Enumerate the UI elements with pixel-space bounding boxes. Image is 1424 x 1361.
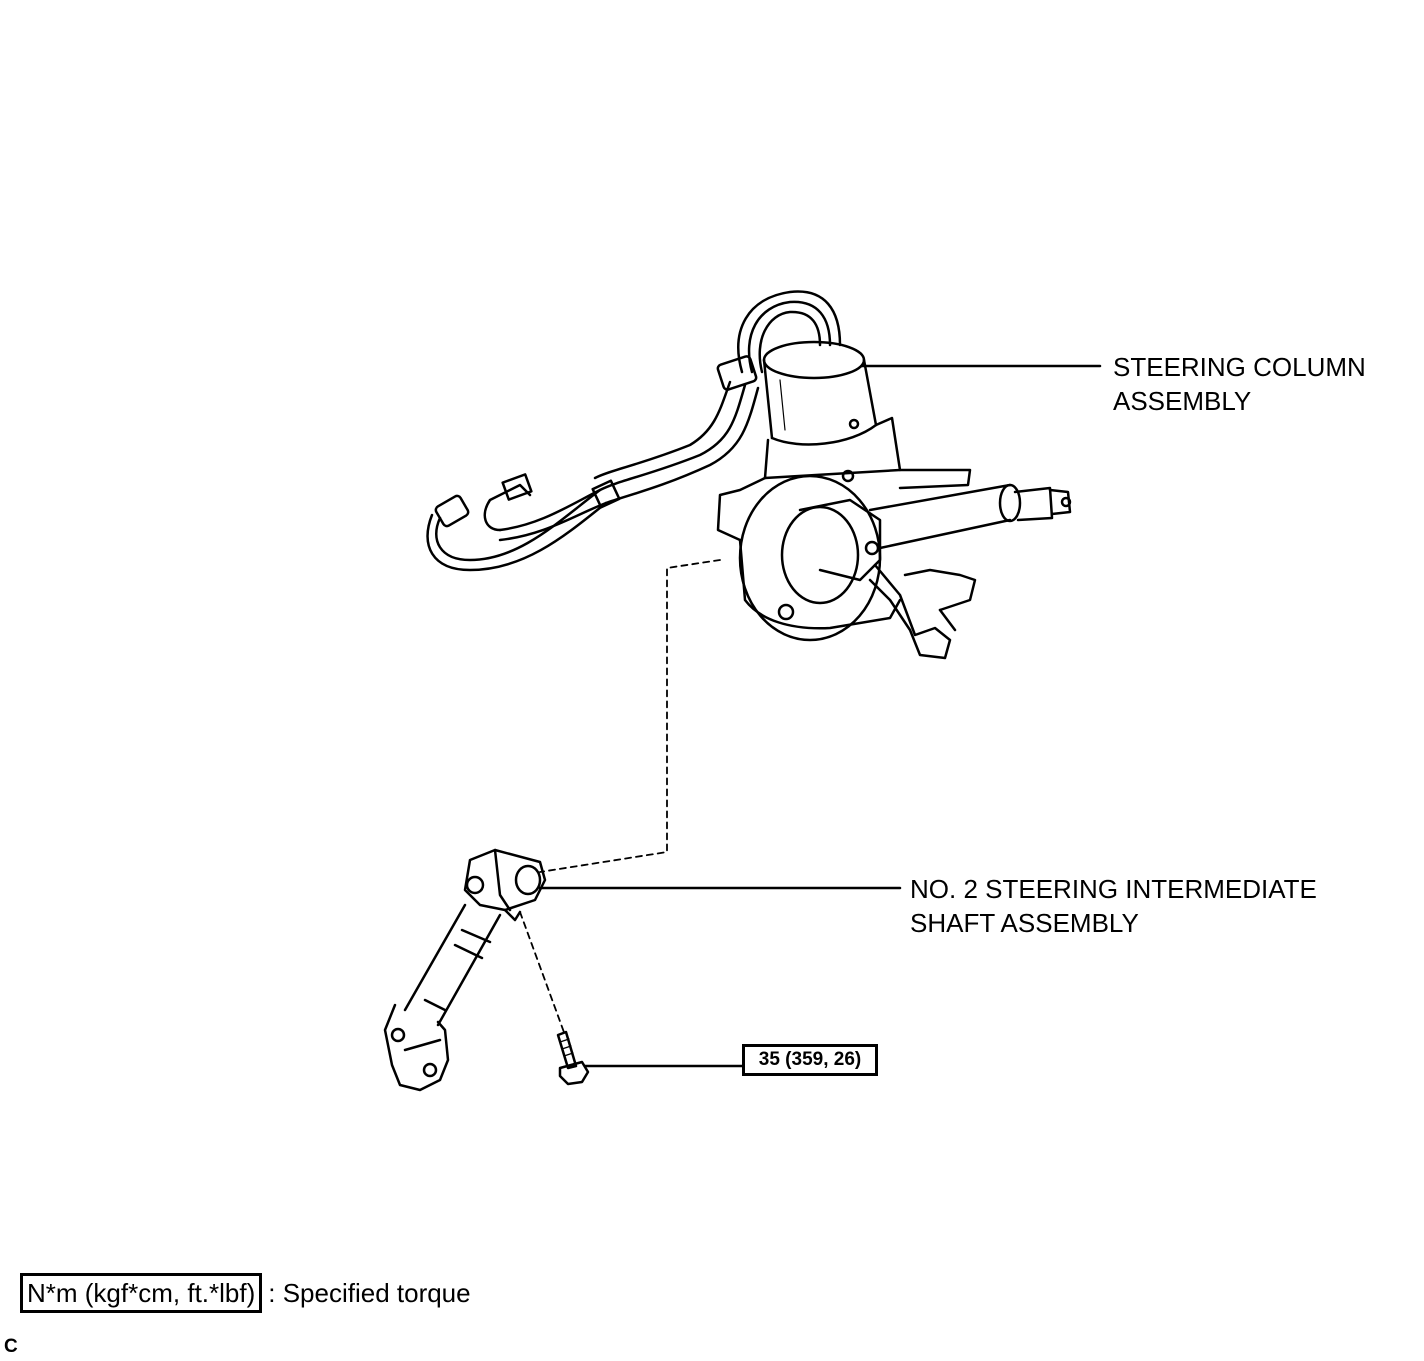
torque-legend: N*m (kgf*cm, ft.*lbf) : Specified torque [20, 1273, 471, 1313]
bolt-dashed-line [519, 911, 566, 1036]
torque-spec-box: 35 (359, 26) [742, 1044, 878, 1076]
alignment-dashed-line [539, 559, 721, 873]
legend-units-box: N*m (kgf*cm, ft.*lbf) [20, 1273, 263, 1313]
steering-column-label: STEERING COLUMN ASSEMBLY [1113, 350, 1366, 418]
steering-column-label-line1: STEERING COLUMN [1113, 352, 1366, 382]
steering-column-label-line2: ASSEMBLY [1113, 386, 1252, 416]
intermediate-shaft-label-line2: SHAFT ASSEMBLY [910, 908, 1139, 938]
legend-description: : Specified torque [268, 1278, 471, 1308]
steering-column-drawing [426, 290, 1072, 660]
intermediate-shaft-drawing [383, 848, 547, 1092]
intermediate-shaft-label: NO. 2 STEERING INTERMEDIATE SHAFT ASSEMB… [910, 872, 1317, 940]
illustration-code: C [4, 1336, 18, 1357]
bolt-drawing [556, 1030, 590, 1086]
intermediate-shaft-label-line1: NO. 2 STEERING INTERMEDIATE [910, 874, 1317, 904]
